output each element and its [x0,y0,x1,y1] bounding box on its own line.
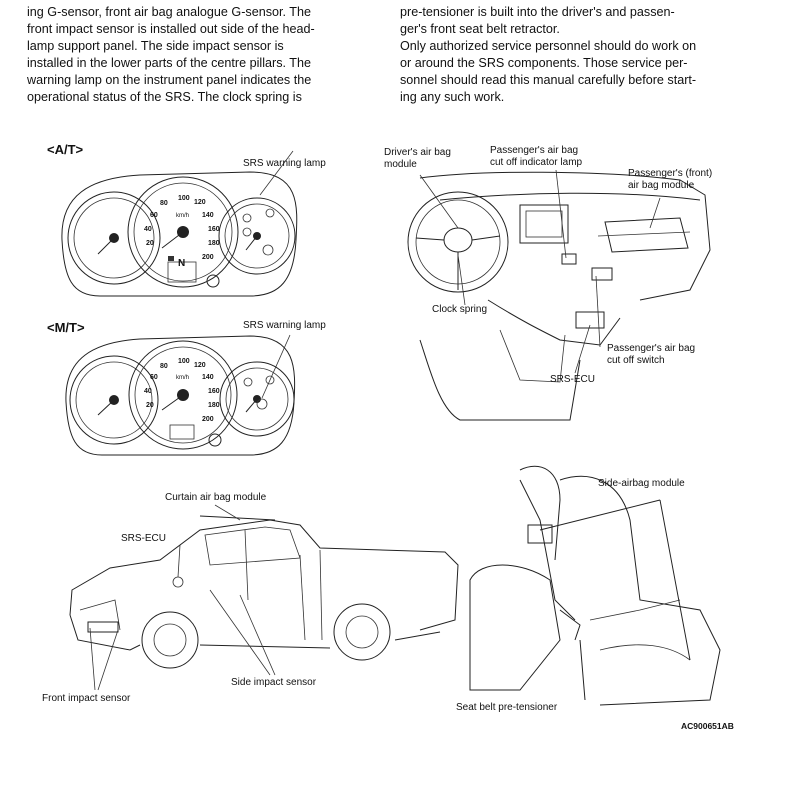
gauge-speed-label: 200 [202,416,214,423]
left-text-column: ing G-sensor, front air bag analogue G-s… [27,4,377,106]
text-line: ing G-sensor, front air bag analogue G-s… [27,5,311,19]
dashboard-interior [407,169,711,421]
gauge-speed-label: 80 [160,200,168,207]
text-line: ing any such work. [400,90,505,104]
text-line: operational status of the SRS. The clock… [27,90,302,104]
srs-warning-lamp-at-label: SRS warning lamp [243,158,326,169]
gauge-speed-label: 20 [146,402,154,409]
side-airbag-label: Side-airbag module [598,478,685,489]
seat-with-belt [469,465,721,706]
gauge-speed-label: 40 [144,388,152,395]
side-impact-sensor-label: Side impact sensor [231,677,317,688]
gauge-speed-label: 140 [202,212,214,219]
gauge-speed-label: 120 [194,362,206,369]
gauge-speed-label: 20 [146,240,154,247]
seatbelt-pretensioner-label: Seat belt pre-tensioner [456,702,558,713]
srs-ecu-truck-label: SRS-ECU [121,533,167,544]
gauge-speed-label: 120 [194,199,206,206]
text-line: installed in the lower parts of the cent… [27,56,311,70]
figure-code: AC900651AB [681,721,734,731]
passenger-front-airbag-label: Passenger's (front) air bag module [628,168,713,191]
gauge-speed-label: 160 [208,388,220,395]
gauge-unit-label: km/h [176,213,190,219]
gauge-speed-label: 100 [178,358,190,365]
gauge-speed-label: 140 [202,374,214,381]
passenger-cutoff-switch-label: Passenger's air bag cut off switch [607,343,696,366]
srs-ecu-dash-label: SRS-ECU [550,374,596,385]
gauge-speed-label: 160 [208,226,220,233]
gauge-speed-label: 60 [150,212,158,219]
text-line: or around the SRS components. Those serv… [400,56,688,70]
driver-airbag-label: Driver's air bag module [384,147,451,170]
text-line: pre-tensioner is built into the driver's… [400,5,675,19]
at-header: <A/T> [47,142,84,157]
gear-indicator: N [178,258,186,269]
gauge-speed-label: 200 [202,254,214,261]
gauge-speed-label: 180 [208,402,220,409]
text-line: lamp support panel. The side impact sens… [27,39,284,53]
mt-instrument-cluster [65,334,296,456]
text-line: Only authorized service personnel should… [400,39,697,53]
gauge-speed-label: 60 [150,374,158,381]
gauge-unit-label: km/h [176,375,190,381]
text-line: ger's front seat belt retractor. [400,22,560,36]
right-text-column: pre-tensioner is built into the driver's… [400,4,770,106]
gauge-speed-label: 100 [178,195,190,202]
passenger-cutoff-lamp-label: Passenger's air bag cut off indicator la… [490,145,583,168]
text-line: sonnel should read this manual carefully… [400,73,697,87]
gauge-speed-label: 40 [144,226,152,233]
mt-header: <M/T> [47,320,85,335]
gauge-speed-label: 180 [208,240,220,247]
gauge-speed-label: 80 [160,363,168,370]
curtain-airbag-label: Curtain air bag module [165,492,267,503]
text-line: warning lamp on the instrument panel ind… [27,73,312,87]
srs-warning-lamp-mt-label: SRS warning lamp [243,320,326,331]
front-impact-sensor-label: Front impact sensor [42,693,131,704]
clock-spring-label: Clock spring [432,304,488,315]
at-instrument-cluster [61,150,298,297]
pickup-truck [69,504,459,691]
text-line: front impact sensor is installed out sid… [27,22,315,36]
